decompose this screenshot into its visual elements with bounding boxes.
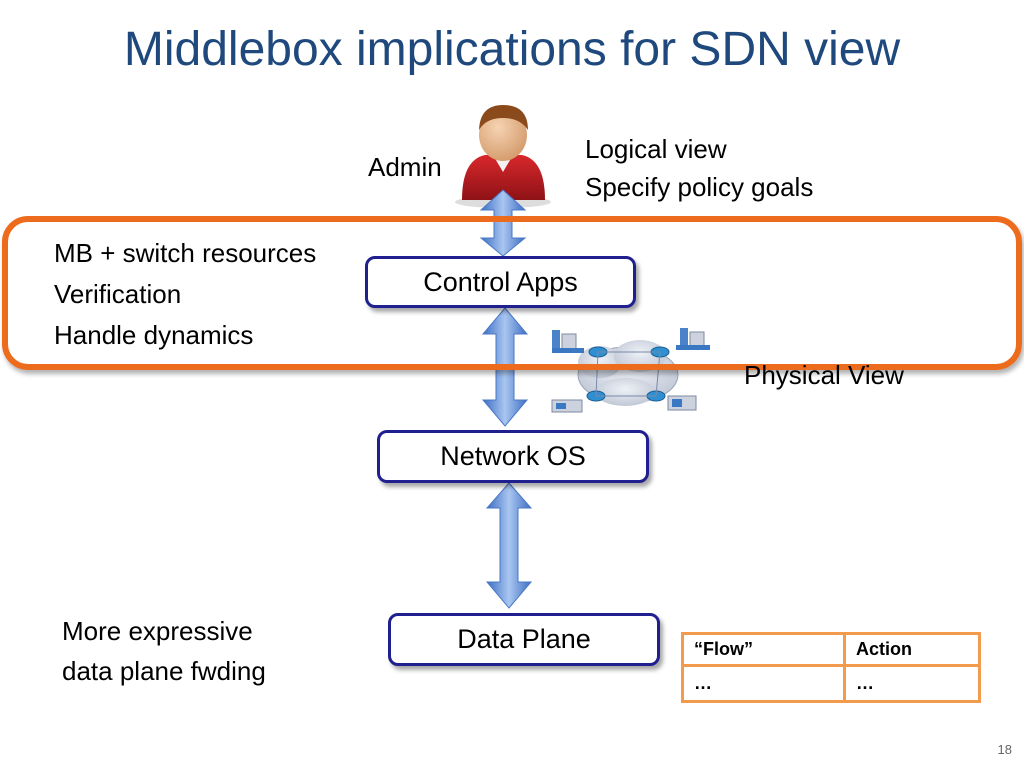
flow-table: “Flow” Action … … — [681, 632, 981, 703]
policy-goals-label: Specify policy goals — [585, 172, 814, 202]
mb-resources-label: MB + switch resources — [54, 238, 317, 268]
expressive-label-line2: data plane fwding — [62, 656, 266, 686]
arrow-network-os-data-plane — [485, 482, 533, 609]
expressive-label-line1: More expressive — [62, 616, 253, 646]
logical-view-label: Logical view — [585, 134, 727, 164]
verification-label: Verification — [54, 279, 182, 309]
handle-dynamics-label: Handle dynamics — [54, 320, 254, 350]
control-apps-box: Control Apps — [365, 256, 636, 308]
page-number: 18 — [997, 742, 1012, 757]
network-os-box: Network OS — [377, 430, 649, 483]
table-cell: … — [681, 664, 846, 703]
table-cell: … — [843, 664, 981, 703]
admin-person-icon — [455, 105, 551, 208]
highlight-frame — [2, 216, 1022, 370]
admin-label: Admin — [368, 152, 442, 182]
middlebox-device-icons — [551, 328, 710, 413]
physical-view-label: Physical View — [744, 360, 904, 390]
table-row: “Flow” Action — [681, 632, 981, 667]
table-row: … … — [681, 664, 981, 703]
data-plane-box: Data Plane — [388, 613, 660, 666]
table-header-flow: “Flow” — [681, 632, 846, 667]
slide-title: Middlebox implications for SDN view — [123, 23, 901, 76]
table-header-action: Action — [843, 632, 981, 667]
